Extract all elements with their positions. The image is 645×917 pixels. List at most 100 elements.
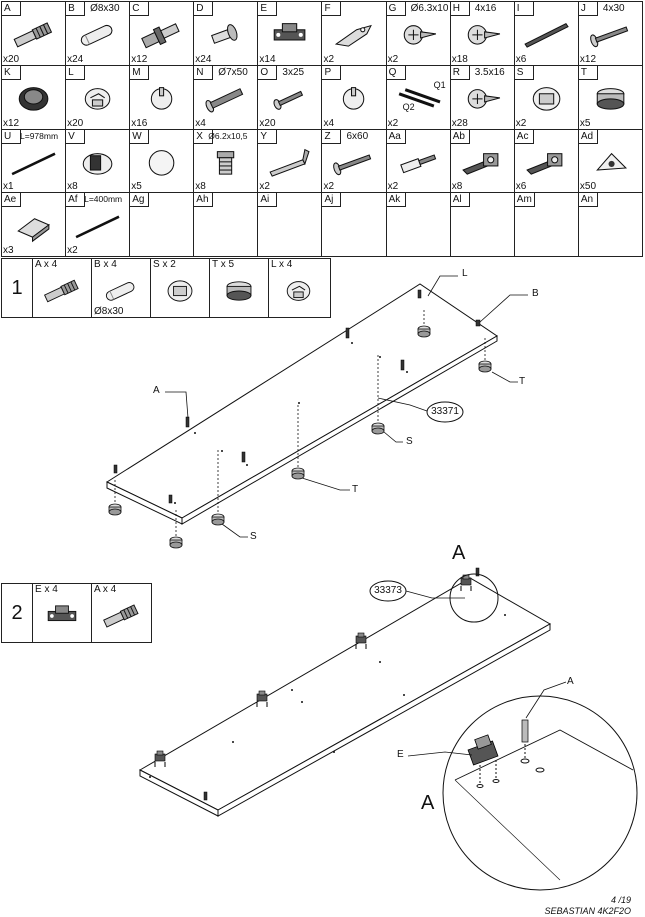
part-cell-ac: Ac x6 (514, 129, 579, 194)
part-id: E (258, 2, 278, 16)
part-quantity: x24 (195, 53, 212, 65)
part-id: D (194, 2, 214, 16)
part-id: U (2, 129, 21, 144)
part-id: M (130, 65, 150, 80)
part-quantity: x14 (259, 53, 276, 65)
part-quantity: x24 (67, 53, 84, 65)
part-quantity: x2 (515, 117, 527, 129)
part-quantity: x6 (515, 53, 527, 65)
part-spec: 3.5x16 (474, 66, 505, 78)
wood-dowel-icon (72, 15, 123, 55)
item-quantity-label: E x 4 (35, 584, 58, 595)
callout-a-detail: A (567, 676, 574, 687)
part-quantity: x20 (67, 117, 84, 129)
footer: 4 /19 SEBASTIAN 4K2F2O (544, 895, 631, 917)
part-quantity: x28 (451, 117, 468, 129)
part-quantity: x18 (451, 53, 468, 65)
screw-head-icon (457, 79, 508, 119)
screw-head-icon (457, 15, 508, 55)
part-id: B (66, 2, 86, 16)
rod-pair-icon (393, 79, 444, 119)
connector-icon (521, 79, 572, 119)
part-cell-ah: Ah (194, 193, 259, 257)
hinge-plate-icon (39, 596, 85, 636)
part-cell-ak: Ak (386, 193, 451, 257)
part-quantity: x20 (3, 53, 20, 65)
part-id: W (130, 129, 150, 144)
part-id: Ad (578, 129, 598, 144)
part-id: Af (66, 193, 86, 208)
cam-lock-small-icon (275, 271, 322, 311)
expander-icon (200, 143, 251, 183)
screw-head-icon (393, 15, 444, 55)
detail-view (407, 681, 634, 881)
dowel-bolt-icon (39, 271, 85, 311)
step-2-panel (138, 567, 638, 891)
part-spec: Ø6.3x10 (410, 3, 449, 14)
callout-e-detail: E (397, 749, 404, 760)
part-id: Ac (514, 129, 534, 144)
part-quantity: x4 (323, 117, 335, 129)
part-cell-am: Am (514, 193, 579, 257)
part-quantity: x12 (3, 117, 20, 129)
item-quantity-label: L x 4 (271, 259, 293, 270)
part-quantity: x2 (387, 117, 399, 129)
part-id: N (194, 65, 214, 80)
dowel-bolt-icon (98, 596, 145, 636)
part-id: Ag (130, 193, 150, 208)
part-id: Ah (194, 193, 214, 208)
angle-bracket-icon (328, 15, 379, 55)
glide-foot-icon (216, 271, 262, 311)
detail-label-bottom: A (421, 792, 435, 814)
part-id: G (386, 2, 406, 16)
glide-foot-icon (585, 79, 636, 119)
part-quantity: x5 (131, 181, 142, 193)
item-quantity-label: B x 4 (94, 259, 117, 270)
part-spec: L=400mm (84, 194, 123, 205)
callout-a: A (153, 385, 160, 396)
callout-b: B (532, 288, 539, 299)
part-id: T (578, 65, 598, 80)
step1-item: A x 4 (33, 259, 92, 317)
part-quantity: x12 (579, 53, 597, 65)
part-spec: 3x25 (282, 66, 305, 78)
step-1-panel (105, 275, 528, 549)
part-cell-ag: Ag (130, 193, 195, 257)
corner-block-icon (8, 206, 59, 246)
part-quantity: x8 (195, 181, 206, 193)
part-quantity: x2 (387, 181, 399, 193)
part-id: A (2, 2, 21, 16)
part-cell-al: Al (450, 193, 515, 257)
part-id: S (514, 65, 534, 80)
part-quantity: x12 (131, 53, 148, 65)
long-screw-icon (585, 15, 636, 55)
part-spec: 4x16 (474, 3, 497, 14)
cap-cover-icon (328, 79, 379, 119)
part-id: R (450, 65, 470, 80)
cam-bolt-icon (136, 15, 187, 55)
part-q1-label: Q1 (433, 79, 446, 90)
callout-t-right: T (519, 376, 526, 387)
item-quantity-label: A x 4 (35, 259, 58, 270)
step1-item: S x 2 (151, 259, 210, 317)
part-quantity: x16 (131, 117, 148, 129)
hinge-icon (457, 143, 508, 183)
part-quantity: x50 (579, 181, 597, 193)
part-quantity: x6 (515, 181, 527, 193)
part-id: K (2, 65, 21, 80)
part-id: Am (514, 193, 535, 208)
dowel-bolt-icon (8, 15, 59, 55)
